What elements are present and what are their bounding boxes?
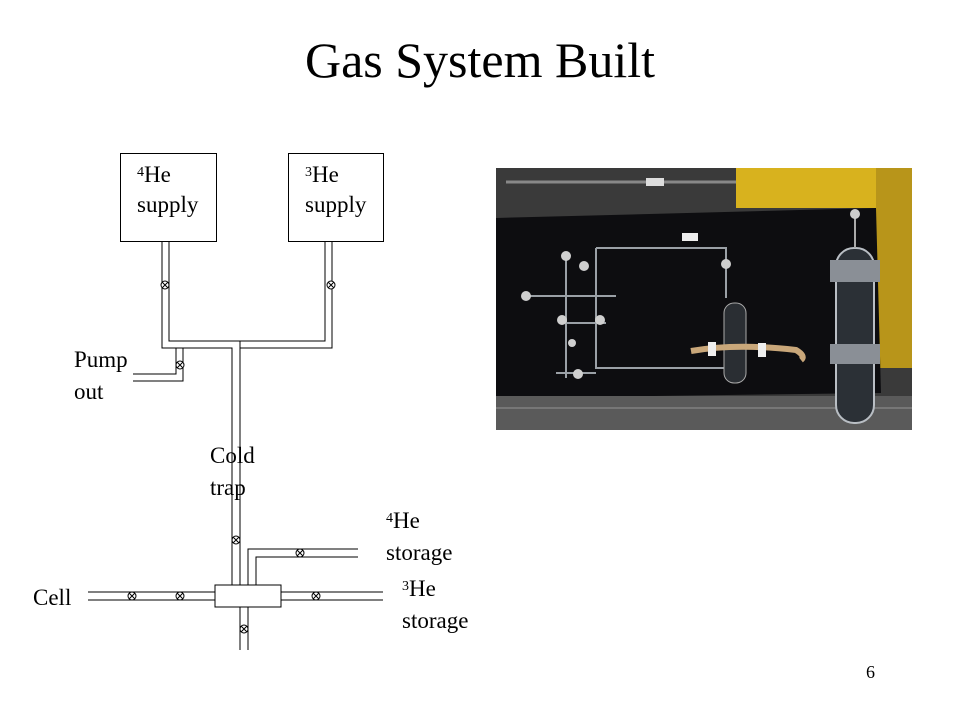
valve-icon	[232, 536, 240, 544]
pump-out-label: Pump out	[74, 344, 128, 408]
cell-pipe	[88, 592, 215, 600]
valve-icon	[161, 281, 169, 289]
valve-icon	[312, 592, 320, 600]
valve-icon	[240, 625, 248, 633]
cell-label: Cell	[33, 583, 71, 613]
he4-storage-label: 4He storage	[386, 505, 452, 569]
he3-storage-pipe	[281, 592, 383, 600]
valve-icon	[176, 592, 184, 600]
he4-supply-label: 4He supply	[137, 160, 198, 220]
junction-block	[215, 585, 281, 607]
cold-trap-outlet-pipe	[232, 515, 240, 585]
valve-icon	[296, 549, 304, 557]
he3-supply-label: 3He supply	[305, 160, 366, 220]
cold-trap-label: Cold trap	[210, 440, 255, 504]
he3-supply-pipe	[232, 242, 332, 348]
valve-icon	[327, 281, 335, 289]
pump-out-pipe	[133, 348, 183, 381]
valve-icon	[176, 361, 184, 369]
valve-icon	[128, 592, 136, 600]
page-number: 6	[866, 662, 875, 683]
gas-system-photo	[496, 168, 912, 430]
he3-storage-label: 3He storage	[402, 573, 468, 637]
